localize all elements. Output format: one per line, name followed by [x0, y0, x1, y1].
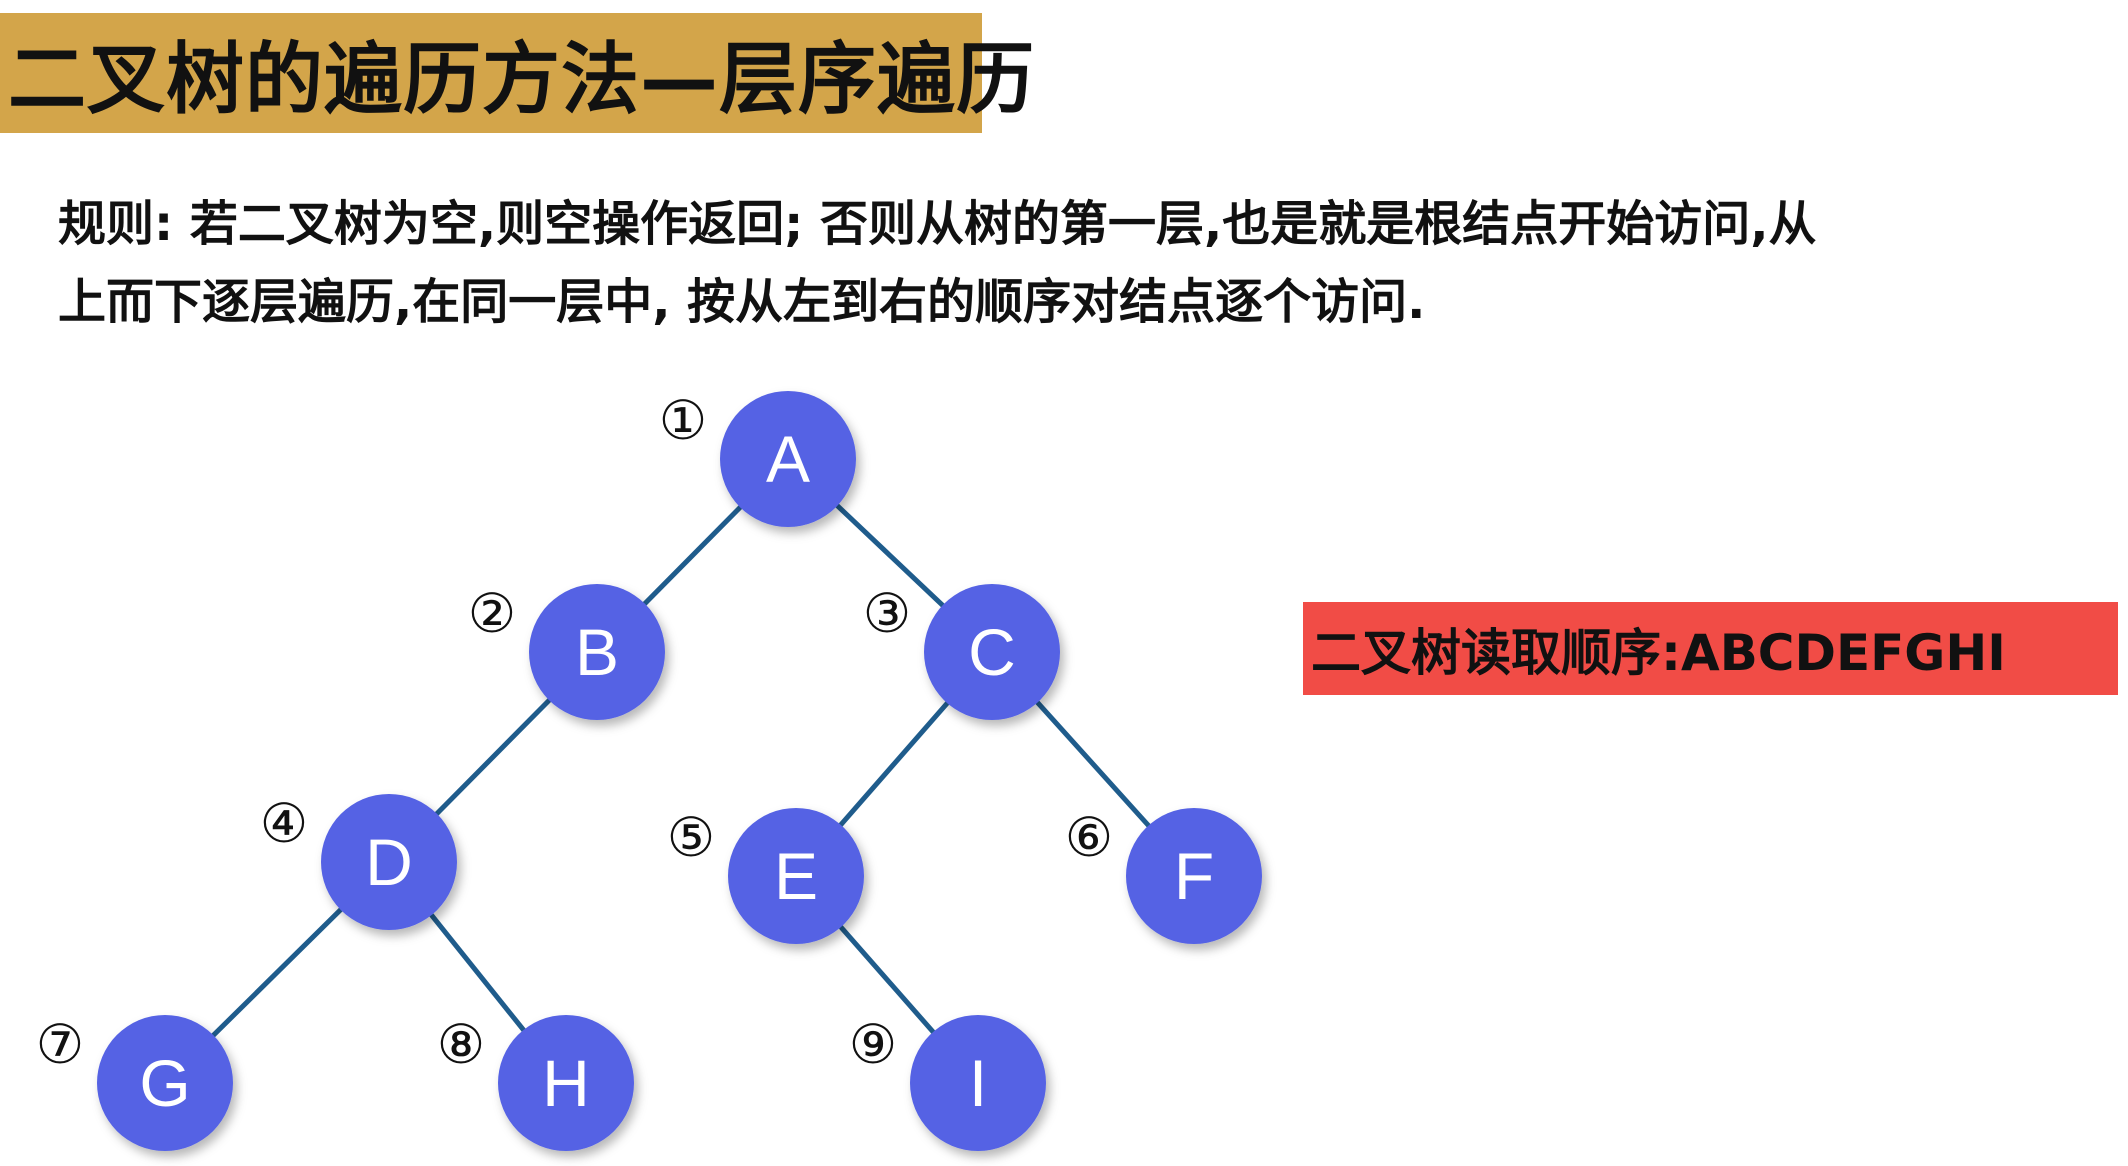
node-label-A: A [766, 422, 810, 496]
node-H: H⑧ [437, 1013, 634, 1151]
node-circle-G [97, 1015, 233, 1151]
node-order-G: ⑦ [36, 1013, 84, 1076]
node-order-A: ① [659, 389, 707, 452]
tree-edges [163, 457, 1196, 1085]
node-order-H: ⑧ [437, 1013, 485, 1076]
node-F: F⑥ [1065, 806, 1262, 944]
node-A: A① [659, 389, 856, 527]
node-label-F: F [1174, 839, 1214, 913]
node-label-I: I [969, 1046, 987, 1120]
page-title: 二叉树的遍历方法—层序遍历 [8, 35, 1036, 125]
node-circle-B [529, 584, 665, 720]
node-label-G: G [139, 1046, 190, 1120]
node-order-D: ④ [260, 792, 308, 855]
node-label-E: E [774, 839, 818, 913]
title-banner: 二叉树的遍历方法—层序遍历 [0, 13, 1034, 133]
node-circle-A [720, 391, 856, 527]
node-D: D④ [260, 792, 457, 930]
node-G: G⑦ [36, 1013, 233, 1151]
node-order-B: ② [468, 582, 516, 645]
read-order-text: 二叉树读取顺序:ABCDEFGHI [1311, 623, 2006, 682]
node-label-H: H [542, 1046, 590, 1120]
node-circle-C [924, 584, 1060, 720]
node-circle-F [1126, 808, 1262, 944]
node-label-D: D [365, 825, 413, 899]
node-order-C: ③ [863, 582, 911, 645]
rule-line-2: 上而下逐层遍历,在同一层中, 按从左到右的顺序对结点逐个访问. [58, 274, 1426, 330]
node-circle-D [321, 794, 457, 930]
rule-description: 规则: 若二叉树为空,则空操作返回; 否则从树的第一层,也是就是根结点开始访问,… [58, 185, 2058, 341]
node-order-F: ⑥ [1065, 806, 1113, 869]
read-order-box: 二叉树读取顺序:ABCDEFGHI [1303, 602, 2118, 695]
node-circle-I [910, 1015, 1046, 1151]
node-label-B: B [575, 615, 619, 689]
node-circle-E [728, 808, 864, 944]
node-C: C③ [863, 582, 1060, 720]
node-order-I: ⑨ [849, 1013, 897, 1076]
node-B: B② [468, 582, 665, 720]
node-label-C: C [968, 615, 1016, 689]
rule-line-1: 规则: 若二叉树为空,则空操作返回; 否则从树的第一层,也是就是根结点开始访问,… [58, 196, 1817, 252]
node-order-E: ⑤ [667, 806, 715, 869]
node-E: E⑤ [667, 806, 864, 944]
node-I: I⑨ [849, 1013, 1046, 1151]
node-circle-H [498, 1015, 634, 1151]
